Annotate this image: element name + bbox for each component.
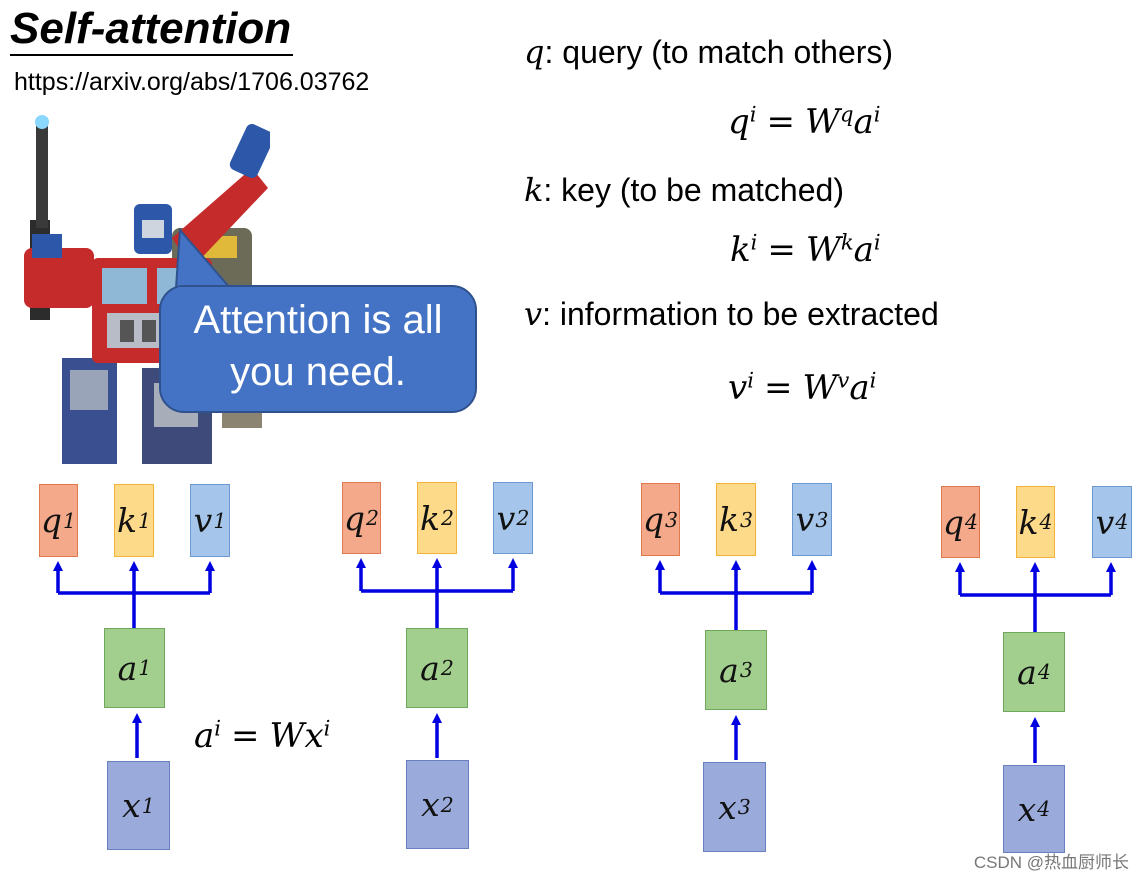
equation-a: ai=Wxi (194, 715, 331, 756)
speech-bubble-text: Attention is all you need. (193, 298, 443, 394)
slide-title: Self-attention (10, 4, 294, 56)
watermark: CSDN @热血厨师长 (973, 853, 1129, 872)
speech-bubble (159, 227, 477, 413)
definition-k: k: key (to be matched) (524, 171, 844, 209)
equation-q: qi=Wqai (728, 101, 881, 142)
equation-k: ki=Wkai (730, 229, 881, 270)
equation-v: vi=Wvai (728, 367, 877, 408)
paper-url: https://arxiv.org/abs/1706.03762 (14, 68, 370, 96)
definition-v: v: information to be extracted (524, 295, 939, 333)
definition-q: q: query (to match others) (524, 33, 894, 71)
